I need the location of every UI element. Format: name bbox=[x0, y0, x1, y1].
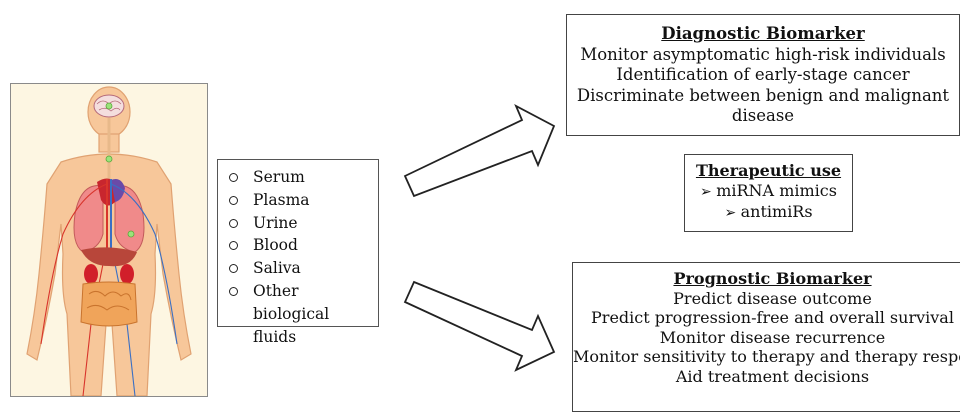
fluid-item-urine: Urine bbox=[229, 212, 370, 235]
prognostic-line: Monitor sensitivity to therapy and thera… bbox=[573, 347, 960, 366]
prognostic-biomarker-box: Prognostic Biomarker Predict disease out… bbox=[572, 262, 960, 412]
arrows-layer bbox=[403, 104, 556, 372]
diagnostic-line: Discriminate between benign and malignan… bbox=[576, 85, 950, 105]
biological-fluids-list: Serum Plasma Urine Blood Saliva Other bi… bbox=[229, 166, 370, 348]
sample-marker-dots bbox=[105, 102, 135, 238]
therapeutic-item: miRNA mimics bbox=[685, 181, 852, 203]
fluid-item-plasma: Plasma bbox=[229, 189, 370, 212]
diagnostic-biomarker-box: Diagnostic Biomarker Monitor asymptomati… bbox=[566, 14, 960, 136]
human-body-icon bbox=[26, 86, 192, 396]
therapeutic-item-label: antimiRs bbox=[740, 202, 813, 221]
therapeutic-use-box: Therapeutic use miRNA mimics antimiRs bbox=[684, 154, 853, 232]
therapeutic-item-label: miRNA mimics bbox=[716, 180, 837, 200]
prognostic-line: Monitor disease recurrence bbox=[659, 327, 886, 347]
prognostic-line: Predict progression-free and overall sur… bbox=[591, 308, 954, 327]
biological-fluids-box: Serum Plasma Urine Blood Saliva Other bi… bbox=[217, 159, 379, 346]
fluid-item-other: Other biological fluids bbox=[229, 280, 370, 348]
liver-icon bbox=[81, 247, 137, 267]
diagnostic-line: Monitor asymptomatic high-risk individua… bbox=[580, 44, 946, 64]
prognostic-line: Predict disease outcome bbox=[673, 288, 872, 308]
fluid-item-blood: Blood bbox=[229, 234, 370, 257]
fluid-item-saliva: Saliva bbox=[229, 257, 370, 280]
human-body-illustration bbox=[10, 83, 208, 397]
arrow-to-diagnostic-icon bbox=[403, 104, 556, 198]
diagnostic-line: disease bbox=[731, 106, 795, 126]
therapeutic-item: antimiRs bbox=[685, 202, 852, 224]
arrow-to-prognostic-icon bbox=[403, 280, 556, 372]
prognostic-line: Aid treatment decisions bbox=[675, 366, 870, 386]
diagnostic-heading: Diagnostic Biomarker bbox=[661, 24, 865, 43]
prognostic-heading: Prognostic Biomarker bbox=[673, 269, 872, 288]
intestines-icon bbox=[80, 281, 138, 327]
diagnostic-line: Identification of early-stage cancer bbox=[616, 65, 910, 85]
lungs-icon bbox=[73, 185, 145, 253]
therapeutic-heading: Therapeutic use bbox=[695, 161, 842, 180]
kidneys-icon bbox=[84, 264, 134, 284]
fluid-item-serum: Serum bbox=[229, 166, 370, 189]
